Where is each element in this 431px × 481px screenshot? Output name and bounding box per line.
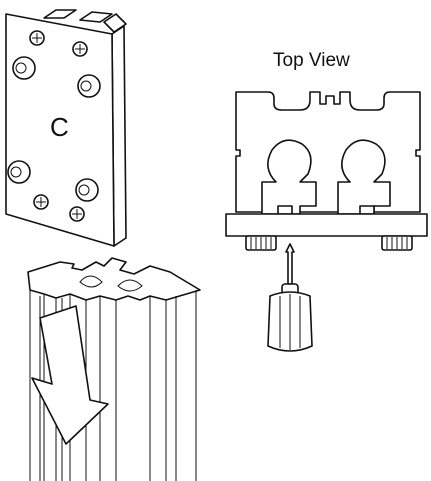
top-view-base-plate [225, 213, 428, 237]
mounting-plate-c: C [5, 9, 127, 247]
screwdriver-icon [267, 243, 313, 352]
insert-arrow-icon [31, 305, 109, 445]
knurled-knobs [7, 56, 101, 202]
top-view-knobs [245, 235, 413, 251]
top-view-title: Top View [273, 50, 350, 71]
top-view-profile [235, 91, 421, 215]
screw-heads [29, 30, 88, 222]
plate-label: C [50, 112, 69, 142]
